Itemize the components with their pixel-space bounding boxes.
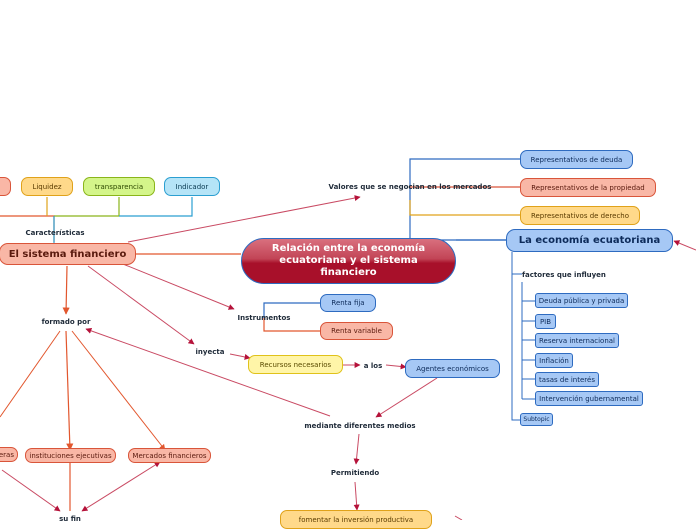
topic-sistema-financiero[interactable]: El sistema financiero — [0, 243, 136, 265]
valores-representativos-propiedad[interactable]: Representativos de la propiedad — [520, 178, 656, 197]
formado-instituciones-ejecutivas[interactable]: instituciones ejecutivas — [25, 448, 116, 463]
factor-tasas-interes[interactable]: tasas de interés — [535, 372, 599, 387]
label-a-los[interactable]: a los — [363, 362, 383, 370]
label-su-fin[interactable]: su fin — [59, 514, 81, 523]
factor-inflacion[interactable]: Inflación — [535, 353, 573, 368]
characteristic-indicador[interactable]: Indicador — [164, 177, 220, 196]
instrumento-renta-fija[interactable]: Renta fija — [320, 294, 376, 312]
factor-pib[interactable]: PIB — [535, 314, 556, 329]
agentes-economicos[interactable]: Agentes económicos — [405, 359, 500, 378]
factor-deuda-publica-privada[interactable]: Deuda pública y privada — [535, 293, 628, 308]
topic-economia-ecuatoriana[interactable]: La economía ecuatoriana — [506, 229, 673, 252]
label-permitiendo[interactable]: Permitiendo — [330, 469, 380, 477]
recursos-necesarios[interactable]: Recursos necesarios — [248, 355, 343, 374]
factor-reserva-internacional[interactable]: Reserva internacional — [535, 333, 619, 348]
instrumento-renta-variable[interactable]: Renta variable — [320, 322, 393, 340]
characteristic-transparencia[interactable]: transparencia — [83, 177, 155, 196]
factor-intervencion-gubernamental[interactable]: Intervención gubernamental — [535, 391, 643, 406]
label-valores-negocian[interactable]: Valores que se negocian en los mercados — [328, 183, 492, 191]
formado-item-partial[interactable]: eras — [0, 447, 18, 462]
label-formado-por[interactable]: formado por — [41, 318, 91, 326]
label-inyecta[interactable]: inyecta — [195, 348, 225, 356]
valores-representativos-deuda[interactable]: Representativos de deuda — [520, 150, 633, 169]
characteristic-liquidez[interactable]: Liquidez — [21, 177, 73, 196]
valores-representativos-derecho[interactable]: Representativos de derecho — [520, 206, 640, 225]
central-topic[interactable]: Relación entre la economía ecuatoriana y… — [241, 238, 456, 284]
label-caracteristicas[interactable]: Características — [25, 228, 85, 237]
label-factores-influyen[interactable]: factores que influyen — [522, 270, 606, 279]
label-instrumentos[interactable]: Instrumentos — [237, 314, 291, 322]
characteristic-partial[interactable] — [0, 177, 11, 196]
formado-mercados-financieros[interactable]: Mercados financieros — [128, 448, 211, 463]
subtopic-placeholder[interactable]: Subtopic — [520, 413, 553, 426]
label-mediante-medios[interactable]: mediante diferentes medios — [304, 422, 416, 430]
